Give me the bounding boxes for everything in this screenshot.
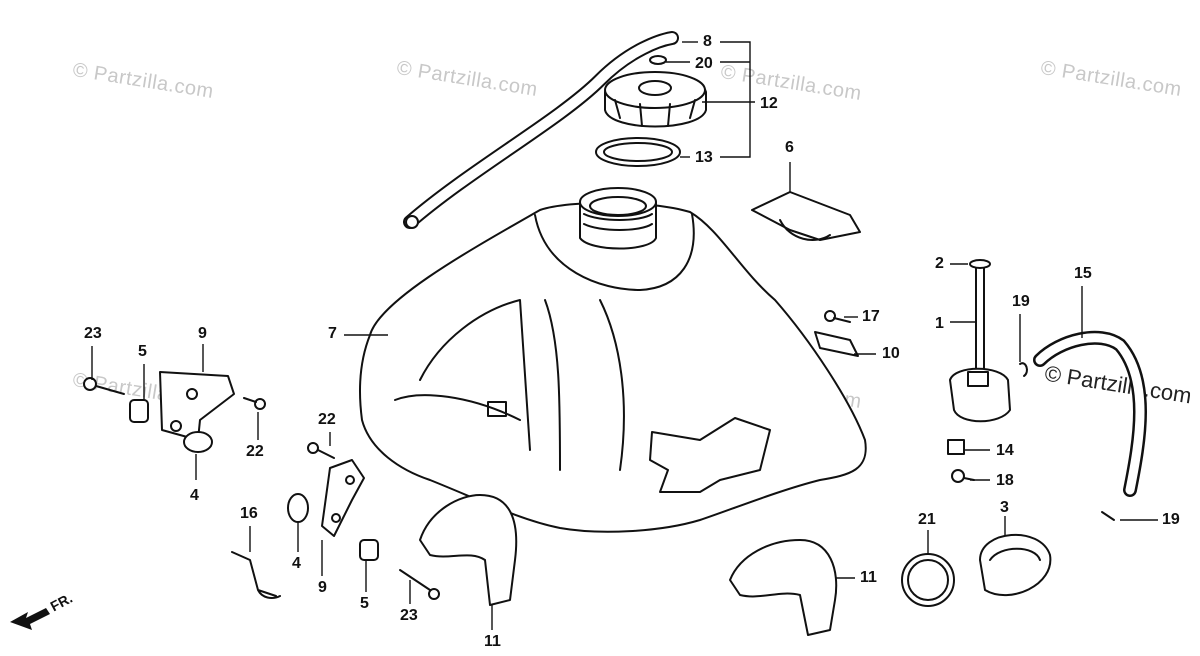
callout-8: 8 bbox=[703, 33, 712, 50]
bracket-6 bbox=[751, 191, 861, 241]
bolt-22a bbox=[243, 397, 266, 410]
callout-23: 23 bbox=[84, 325, 102, 342]
rubber-4b bbox=[287, 493, 309, 523]
callout-21: 21 bbox=[918, 511, 936, 528]
clip-20 bbox=[649, 55, 667, 65]
callout-1: 1 bbox=[935, 315, 944, 332]
leader-lines bbox=[91, 41, 1158, 630]
clip-19 bbox=[1101, 511, 1115, 521]
bracket-11b bbox=[729, 539, 838, 636]
callout-4: 4 bbox=[292, 555, 301, 572]
callout-5: 5 bbox=[138, 343, 147, 360]
cap-gasket bbox=[595, 137, 681, 167]
bolt-23b bbox=[399, 569, 440, 600]
collar-5a bbox=[129, 399, 149, 423]
rubber-3 bbox=[979, 534, 1052, 596]
callout-15: 15 bbox=[1074, 265, 1092, 282]
bolt-18 bbox=[951, 469, 975, 483]
callout-12: 12 bbox=[760, 95, 778, 112]
callout-22: 22 bbox=[246, 443, 264, 460]
callout-7: 7 bbox=[328, 325, 337, 342]
callout-17: 17 bbox=[862, 308, 880, 325]
callout-11: 11 bbox=[484, 633, 501, 650]
callout-19: 19 bbox=[1012, 293, 1030, 310]
callout-6: 6 bbox=[785, 139, 794, 156]
callout-20: 20 bbox=[695, 55, 713, 72]
band-21 bbox=[901, 553, 955, 607]
callout-2: 2 bbox=[935, 255, 944, 272]
callout-11: 11 bbox=[860, 569, 877, 586]
rubber-4a bbox=[183, 431, 213, 453]
callout-16: 16 bbox=[240, 505, 258, 522]
callout-14: 14 bbox=[996, 442, 1014, 459]
bracket-11a bbox=[419, 494, 518, 606]
callout-3: 3 bbox=[1000, 499, 1009, 516]
callout-13: 13 bbox=[695, 149, 713, 166]
plate-9b bbox=[321, 459, 365, 537]
callout-18: 18 bbox=[996, 472, 1014, 489]
bolt-23a bbox=[83, 377, 125, 395]
callout-9: 9 bbox=[198, 325, 207, 342]
collar-5b bbox=[359, 539, 379, 561]
clip-19 bbox=[1019, 362, 1028, 377]
fuel-cap bbox=[604, 71, 707, 128]
front-direction-indicator: FR. bbox=[6, 590, 86, 632]
callout-5: 5 bbox=[360, 595, 369, 612]
bolt-17 bbox=[824, 310, 851, 323]
spring-16 bbox=[231, 551, 281, 599]
front-arrow-icon bbox=[10, 608, 50, 630]
breather-hose bbox=[403, 31, 679, 229]
bolt-22b bbox=[307, 442, 335, 459]
washer-14 bbox=[947, 439, 965, 455]
callout-23: 23 bbox=[400, 607, 418, 624]
fuel-hose bbox=[1033, 330, 1147, 497]
clip-10 bbox=[814, 331, 859, 357]
callout-4: 4 bbox=[190, 487, 199, 504]
callout-22: 22 bbox=[318, 411, 336, 428]
fuel-cock bbox=[949, 259, 1011, 423]
callout-9: 9 bbox=[318, 579, 327, 596]
plate-9a bbox=[159, 371, 235, 441]
fuel-tank bbox=[359, 187, 867, 533]
callout-19: 19 bbox=[1162, 511, 1180, 528]
callout-10: 10 bbox=[882, 345, 900, 362]
